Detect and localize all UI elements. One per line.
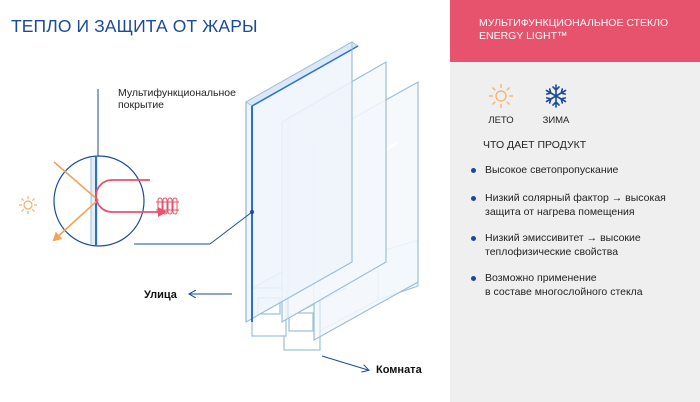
sun-icon	[489, 84, 513, 108]
coating-label: Мультифункциональное покрытие	[118, 87, 239, 111]
room-arrow	[321, 355, 368, 370]
season-summer-label: ЛЕТО	[488, 115, 514, 126]
benefit-item: Высокое светопропускание	[471, 163, 697, 177]
benefits-title: ЧТО ДАЕТ ПРОДУКТ	[483, 139, 587, 151]
sun-icon	[19, 196, 37, 214]
product-header-line-1: МУЛЬТИФУНКЦИОНАЛЬНОЕ СТЕКЛО	[479, 17, 669, 29]
season-winter: ЗИМА	[534, 82, 578, 126]
product-panel: МУЛЬТИФУНКЦИОНАЛЬНОЕ СТЕКЛО ENERGY LIGHT…	[450, 0, 700, 402]
street-label: Улица	[144, 289, 178, 301]
room-label: Комната	[376, 364, 423, 376]
glass-pane-coated	[245, 40, 359, 324]
product-header-line-2: ENERGY LIGHT™	[479, 30, 568, 42]
season-summer: ЛЕТО	[479, 82, 523, 126]
glass-unit-diagram: Мультифункциональное покрытие Улица Комн…	[19, 40, 423, 376]
benefit-item: Низкий солярный фактор → высокая защита …	[471, 191, 697, 219]
magnified-cross-section	[52, 155, 145, 247]
benefit-item: Низкий эмиссивитет → высокие теплофизиче…	[471, 231, 697, 259]
benefits-list: Высокое светопропускание Низкий солярный…	[471, 163, 697, 299]
product-header: МУЛЬТИФУНКЦИОНАЛЬНОЕ СТЕКЛО ENERGY LIGHT…	[450, 0, 700, 62]
page-title: ТЕПЛО И ЗАЩИТА ОТ ЖАРЫ	[11, 16, 258, 36]
snowflake-icon	[545, 84, 567, 108]
season-winter-label: ЗИМА	[542, 115, 570, 126]
radiator-icon	[156, 197, 179, 215]
benefit-item: Возможно применение в составе многослойн…	[471, 271, 697, 299]
heat-reflection-arrow	[95, 179, 167, 217]
